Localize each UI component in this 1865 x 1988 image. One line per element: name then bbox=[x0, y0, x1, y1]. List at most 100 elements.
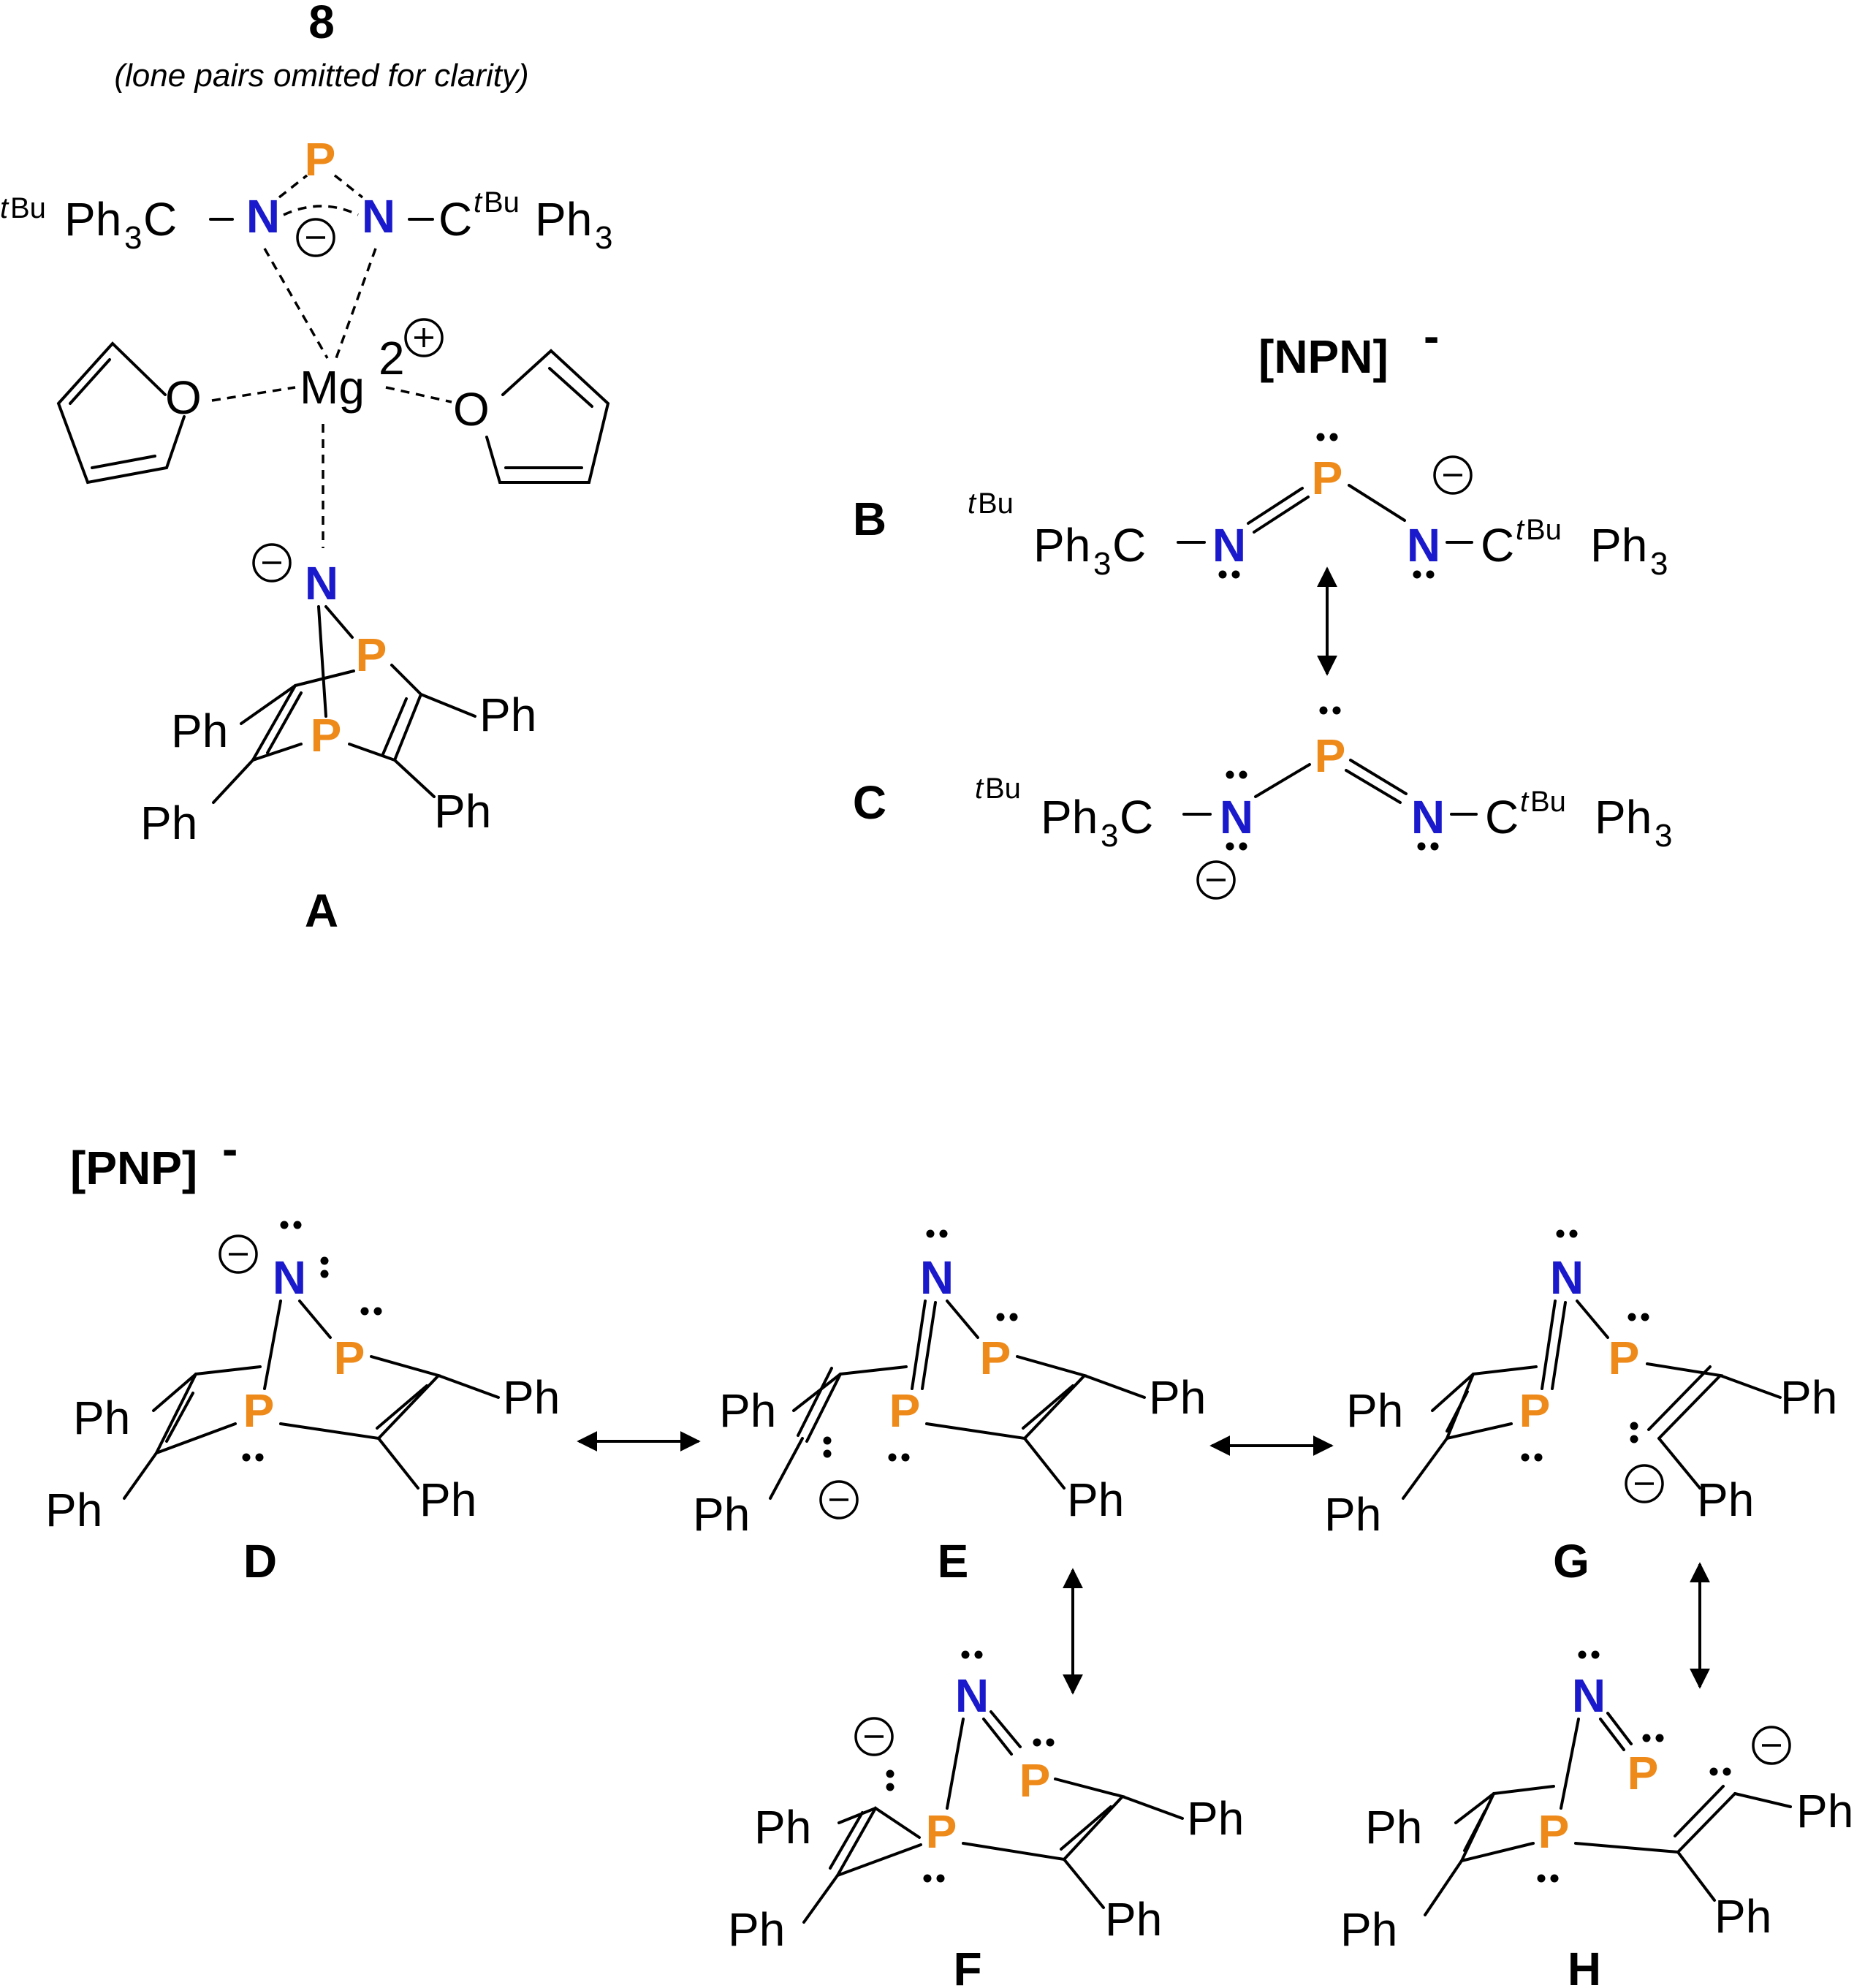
label-b: B bbox=[853, 493, 886, 545]
structure-f: N P P Ph Ph Ph Ph F bbox=[728, 1650, 1244, 1988]
svg-text:Ph: Ph bbox=[64, 193, 121, 246]
atom-p: P bbox=[1315, 729, 1346, 782]
svg-text:Ph: Ph bbox=[1187, 1792, 1244, 1845]
atom-n: N bbox=[273, 1251, 306, 1304]
svg-text:Ph: Ph bbox=[728, 1903, 785, 1956]
heading-npn: [NPN] bbox=[1258, 330, 1389, 383]
compound-8: 8 (lone pairs omitted for clarity) P N N… bbox=[0, 0, 612, 937]
negative-charge bbox=[1625, 1464, 1664, 1503]
svg-text:C: C bbox=[1120, 791, 1153, 843]
svg-text:3: 3 bbox=[595, 220, 612, 256]
label-a: A bbox=[305, 884, 338, 937]
svg-text:Ph: Ph bbox=[1714, 1890, 1771, 1943]
atom-n: N bbox=[1411, 791, 1445, 843]
positive-charge bbox=[404, 318, 444, 357]
c-tbu-ph3-right: C t Bu Ph 3 bbox=[438, 186, 612, 256]
atom-n: N bbox=[1407, 519, 1440, 572]
svg-text:Ph: Ph bbox=[140, 797, 197, 849]
svg-text:Ph: Ph bbox=[1324, 1488, 1381, 1541]
svg-text:Bu: Bu bbox=[484, 186, 520, 219]
atom-p: P bbox=[889, 1384, 921, 1437]
structure-h: N P P Ph Ph Ph Ph H bbox=[1340, 1650, 1853, 1988]
svg-text:Ph: Ph bbox=[1697, 1473, 1754, 1526]
pnp-section: [PNP] - N P P Ph Ph Ph Ph D N bbox=[45, 1123, 1853, 1988]
svg-text:Bu: Bu bbox=[1530, 786, 1566, 818]
heading-pnp-charge: - bbox=[222, 1123, 238, 1175]
svg-text:C: C bbox=[1481, 519, 1514, 572]
svg-text:Ph: Ph bbox=[419, 1473, 476, 1526]
structure-e: N P P Ph Ph Ph Ph E bbox=[693, 1229, 1206, 1587]
svg-text:Ph: Ph bbox=[1780, 1371, 1837, 1424]
label-f: F bbox=[953, 1943, 981, 1988]
atom-p: P bbox=[1312, 452, 1343, 504]
heading-npn-charge: - bbox=[1424, 310, 1439, 363]
svg-text:Ph: Ph bbox=[1105, 1893, 1162, 1946]
compound-note: (lone pairs omitted for clarity) bbox=[114, 58, 528, 94]
atom-n: N bbox=[305, 557, 338, 610]
svg-text:Ph: Ph bbox=[1346, 1384, 1403, 1437]
svg-text:3: 3 bbox=[1655, 818, 1672, 854]
svg-text:Ph: Ph bbox=[1796, 1785, 1853, 1837]
atom-p: P bbox=[926, 1805, 957, 1858]
svg-text:Ph: Ph bbox=[1033, 519, 1090, 572]
svg-text:Bu: Bu bbox=[10, 192, 46, 224]
svg-text:Ph: Ph bbox=[1595, 791, 1652, 843]
atom-n: N bbox=[920, 1251, 954, 1304]
svg-text:Ph: Ph bbox=[693, 1488, 750, 1541]
atom-p: P bbox=[1608, 1332, 1640, 1384]
structure-c: t Bu Ph 3 C N P N C t Bu Ph 3 bbox=[975, 706, 1672, 900]
svg-text:t: t bbox=[968, 487, 977, 520]
svg-text:Ph: Ph bbox=[1340, 1903, 1397, 1956]
metal-charge: 2 bbox=[379, 332, 405, 384]
svg-text:Ph: Ph bbox=[45, 1484, 102, 1536]
oxygen-left: O bbox=[165, 371, 202, 424]
atom-n: N bbox=[362, 190, 395, 243]
label-h: H bbox=[1568, 1943, 1601, 1988]
svg-text:Ph: Ph bbox=[535, 193, 592, 246]
svg-text:t: t bbox=[975, 773, 984, 805]
negative-charge bbox=[819, 1480, 859, 1520]
oxygen-right: O bbox=[453, 383, 490, 436]
svg-text:t: t bbox=[0, 192, 10, 224]
magnesium: Mg bbox=[300, 361, 365, 414]
atom-n: N bbox=[1572, 1669, 1606, 1722]
structure-g: N P P Ph Ph Ph Ph G bbox=[1324, 1229, 1837, 1587]
heading-pnp: [PNP] bbox=[70, 1142, 197, 1194]
svg-text:Ph: Ph bbox=[73, 1392, 130, 1444]
svg-text:3: 3 bbox=[124, 220, 142, 256]
svg-text:3: 3 bbox=[1101, 818, 1118, 854]
svg-text:3: 3 bbox=[1093, 546, 1111, 582]
atom-p: P bbox=[356, 629, 387, 681]
svg-text:Ph: Ph bbox=[1067, 1473, 1124, 1526]
svg-text:Ph: Ph bbox=[1365, 1801, 1422, 1854]
label-c: C bbox=[853, 776, 886, 829]
label-e: E bbox=[938, 1535, 969, 1587]
atom-n: N bbox=[955, 1669, 989, 1722]
svg-text:t: t bbox=[1520, 786, 1530, 818]
svg-text:C: C bbox=[1485, 791, 1519, 843]
svg-text:C: C bbox=[1112, 519, 1146, 572]
atom-p: P bbox=[311, 709, 342, 762]
negative-charge bbox=[1752, 1726, 1791, 1765]
svg-text:C: C bbox=[143, 193, 177, 246]
negative-charge bbox=[219, 1234, 258, 1274]
atom-n: N bbox=[1550, 1251, 1584, 1304]
svg-text:Bu: Bu bbox=[1526, 514, 1562, 546]
atom-p: P bbox=[980, 1332, 1011, 1384]
svg-text:Ph: Ph bbox=[1041, 791, 1098, 843]
negative-charge bbox=[854, 1717, 894, 1756]
svg-text:Bu: Bu bbox=[978, 487, 1014, 520]
atom-p: P bbox=[1627, 1747, 1659, 1799]
structure-b: t Bu Ph 3 C N P N C t Bu Ph 3 bbox=[968, 433, 1668, 582]
label-g: G bbox=[1553, 1535, 1589, 1587]
negative-charge bbox=[1196, 860, 1236, 900]
atom-n: N bbox=[246, 190, 280, 243]
atom-n: N bbox=[1212, 519, 1246, 572]
svg-text:t: t bbox=[474, 186, 483, 219]
tbu-ph3c-left: t Bu Ph 3 C bbox=[0, 192, 177, 256]
svg-text:3: 3 bbox=[1650, 546, 1668, 582]
svg-text:Bu: Bu bbox=[985, 773, 1021, 805]
svg-text:Ph: Ph bbox=[719, 1384, 776, 1437]
svg-text:Ph: Ph bbox=[434, 785, 491, 838]
